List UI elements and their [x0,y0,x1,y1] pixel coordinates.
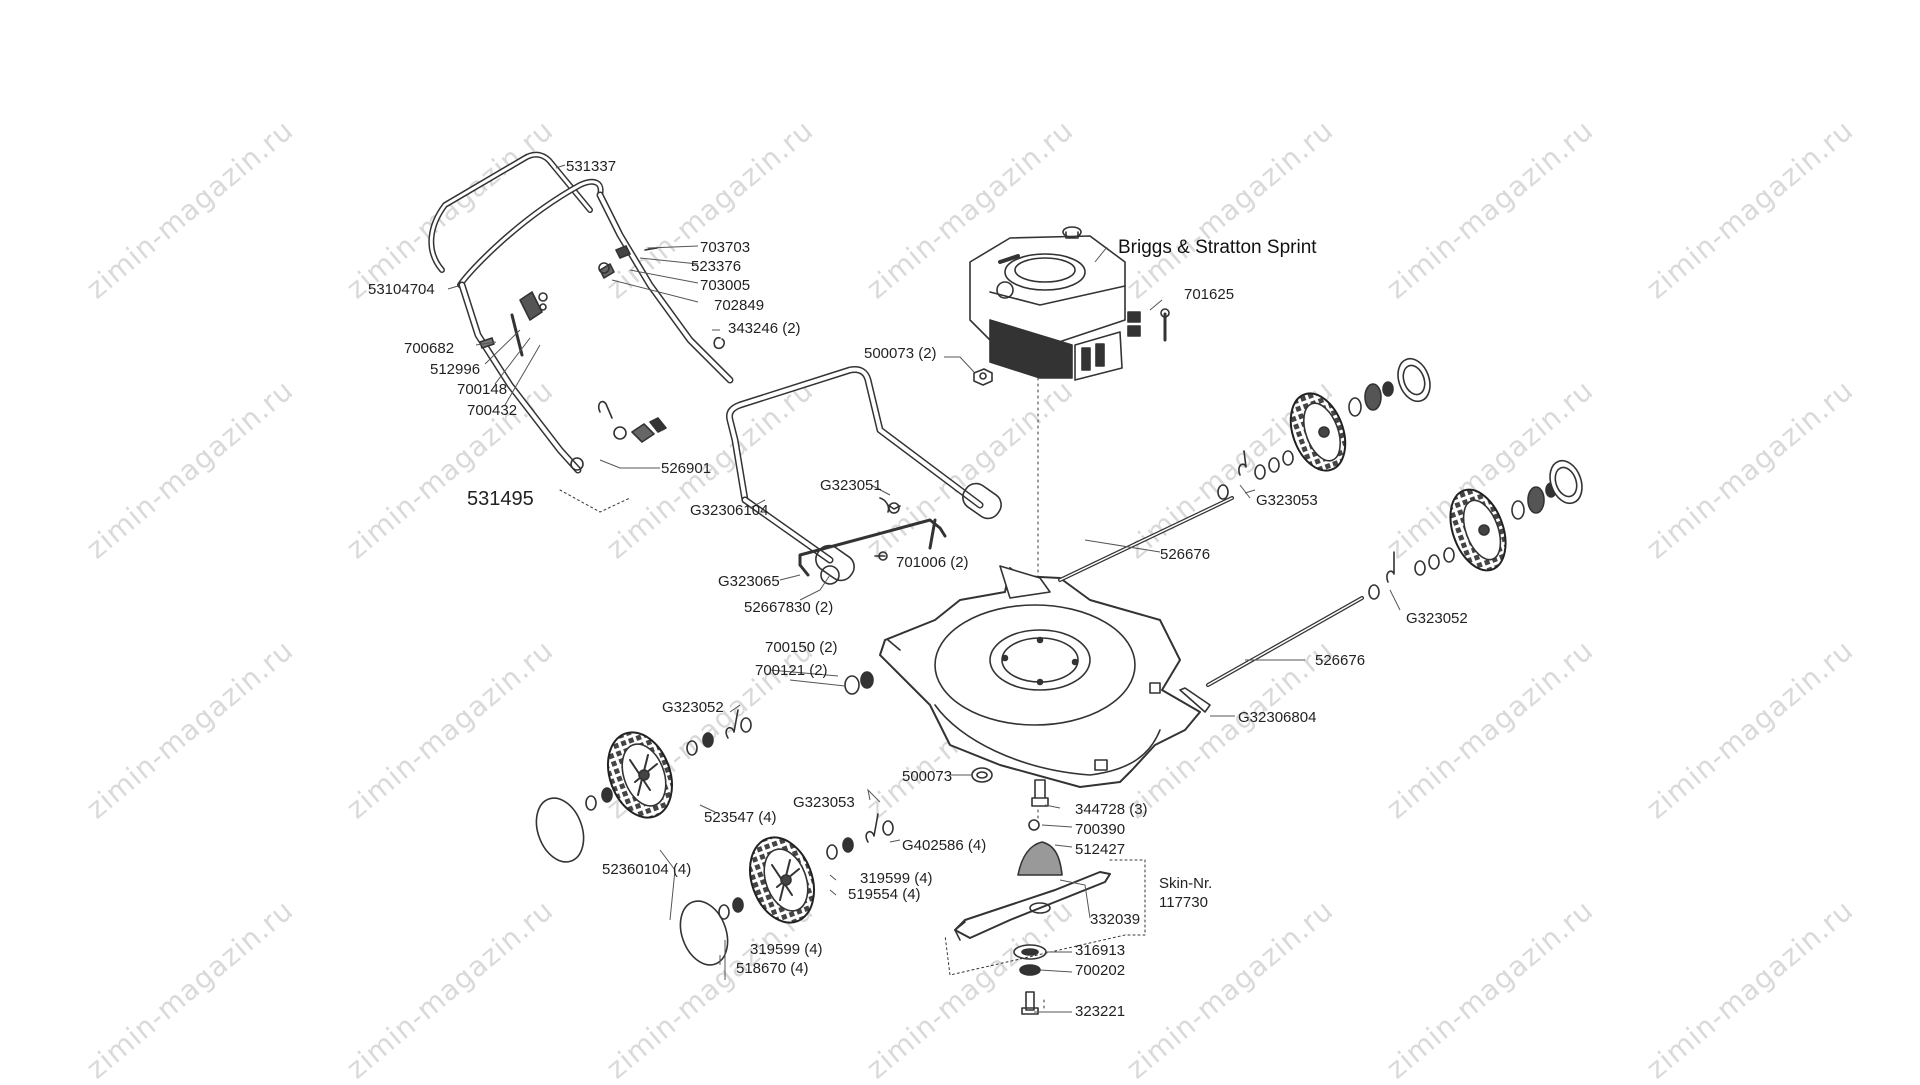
label-319599-b: 319599 (4) [750,941,823,958]
label-700150: 700150 (2) [765,639,838,656]
lower-handle [726,366,1002,585]
label-523547: 523547 (4) [704,809,777,826]
label-703005: 703005 [700,277,751,294]
label-skin-title: Skin-Nr. [1159,875,1213,892]
label-skin-number: 117730 [1159,894,1208,911]
label-700202: 700202 [1075,962,1126,979]
label-701006: 701006 (2) [896,554,969,571]
label-G32306804: G32306804 [1238,709,1317,726]
label-53104704: 53104704 [368,281,435,298]
label-519554: 519554 (4) [848,886,921,903]
label-518670: 518670 (4) [736,960,809,977]
label-703703: 703703 [700,239,751,256]
label-512996: 512996 [430,361,481,378]
engine-label: Briggs & Stratton Sprint [1118,237,1317,258]
label-700148: 700148 [457,381,508,398]
wheel-rear-top [1217,357,1431,500]
label-343246: 343246 (2) [728,320,801,337]
label-702849: 702849 [714,297,765,314]
label-G323065: G323065 [718,573,780,590]
label-G323053-bottom: G323053 [793,794,855,811]
label-52360104: 52360104 (4) [602,861,692,878]
label-523376: 523376 [691,258,742,275]
label-701625: 701625 [1184,286,1235,303]
label-531495: 531495 [467,488,534,510]
label-G323052-left: G323052 [662,699,724,716]
wheel-front-bottom [679,813,894,966]
label-G323051: G323051 [820,477,882,494]
label-332039: 332039 [1090,911,1141,928]
label-500073-2: 500073 (2) [864,345,937,362]
label-700121: 700121 (2) [755,662,828,679]
label-G323052-right: G323052 [1406,610,1468,627]
engine [969,226,1170,386]
label-52667830: 52667830 (2) [744,599,834,616]
label-323221: 323221 [1075,1003,1126,1020]
label-700682: 700682 [404,340,455,357]
blade-assembly [954,767,1111,1015]
mower-deck [879,565,1211,788]
label-526901: 526901 [661,460,712,477]
upper-handle [428,151,734,474]
label-G32306104: G32306104 [690,502,769,519]
wheel-rear-bottom [1368,459,1583,600]
label-512427: 512427 [1075,841,1126,858]
label-700390: 700390 [1075,821,1126,838]
label-526676-top: 526676 [1160,546,1211,563]
label-344728: 344728 (3) [1075,801,1148,818]
label-500073: 500073 [902,768,953,785]
label-531337: 531337 [566,158,617,175]
label-G402586: G402586 (4) [902,837,987,854]
label-526676-bottom: 526676 [1315,652,1366,669]
label-319599-a: 319599 (4) [860,870,933,887]
label-700432: 700432 [467,402,518,419]
wheel-front-top [535,709,752,863]
label-316913: 316913 [1075,942,1126,959]
label-G323053-top: G323053 [1256,492,1318,509]
